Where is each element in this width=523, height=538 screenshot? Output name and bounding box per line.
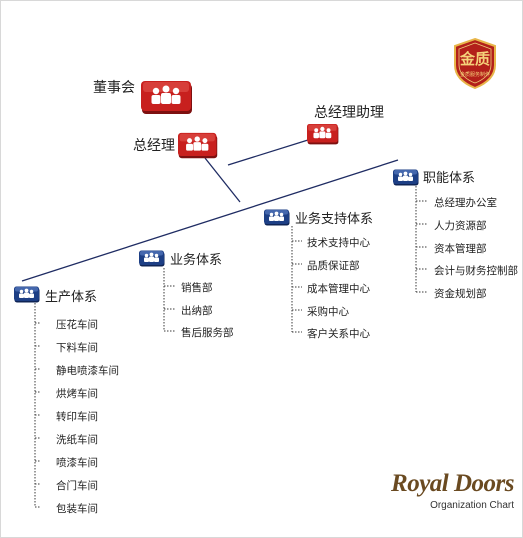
support-division-label: 业务支持体系 — [295, 212, 374, 227]
production-item: 喷漆车间 — [56, 457, 98, 469]
gm-icon — [178, 132, 218, 159]
production-division-icon — [14, 286, 40, 303]
support-item: 采购中心 — [307, 306, 349, 318]
gm-label: 总经理 — [133, 138, 175, 154]
production-item: 转印车间 — [56, 411, 98, 423]
sales-division-label: 业务体系 — [170, 253, 223, 268]
sales-item: 出纳部 — [181, 305, 213, 317]
production-item: 洗纸车间 — [56, 434, 98, 446]
support-division-icon — [264, 209, 290, 226]
production-item: 包装车间 — [56, 503, 98, 515]
production-item: 烘烤车间 — [56, 388, 98, 400]
production-division-label: 生产体系 — [45, 290, 98, 305]
production-item: 静电喷漆车间 — [56, 365, 119, 377]
connector-gm-trunk — [204, 157, 241, 203]
support-item: 技术支持中心 — [307, 237, 370, 249]
support-item: 成本管理中心 — [307, 283, 370, 295]
brand-title: Royal Doors — [391, 470, 514, 497]
sales-division-icon — [139, 250, 165, 267]
brand-block: Royal Doors Organization Chart — [376, 470, 514, 511]
functional-item: 总经理办公室 — [434, 197, 497, 209]
assistant-label: 总经理助理 — [314, 105, 384, 121]
production-item: 合门车间 — [56, 480, 98, 492]
board-icon — [141, 81, 192, 114]
functional-item: 人力资源部 — [434, 220, 487, 232]
brand-subtitle: Organization Chart — [430, 500, 514, 511]
svg-text:金质服务制作: 金质服务制作 — [460, 71, 490, 78]
production-item: 压花车间 — [56, 319, 98, 331]
connector-main-diagonal — [21, 159, 399, 282]
support-item: 客户关系中心 — [307, 328, 370, 340]
assistant-icon — [307, 124, 339, 145]
connector-assistant — [227, 139, 309, 166]
functional-item: 资本管理部 — [434, 243, 487, 255]
functional-division-icon — [393, 169, 419, 186]
sales-item: 销售部 — [181, 282, 213, 294]
svg-text:金质: 金质 — [459, 50, 490, 68]
functional-item: 会计与财务控制部 — [434, 265, 518, 277]
functional-item: 资金规划部 — [434, 288, 487, 300]
production-item: 下料车间 — [56, 342, 98, 354]
sales-item: 售后服务部 — [181, 327, 234, 339]
support-item: 品质保证部 — [307, 260, 360, 272]
board-label: 董事会 — [93, 80, 135, 96]
gold-quality-badge-icon: 金质 金质服务制作 — [454, 37, 496, 89]
functional-division-label: 职能体系 — [423, 171, 476, 186]
